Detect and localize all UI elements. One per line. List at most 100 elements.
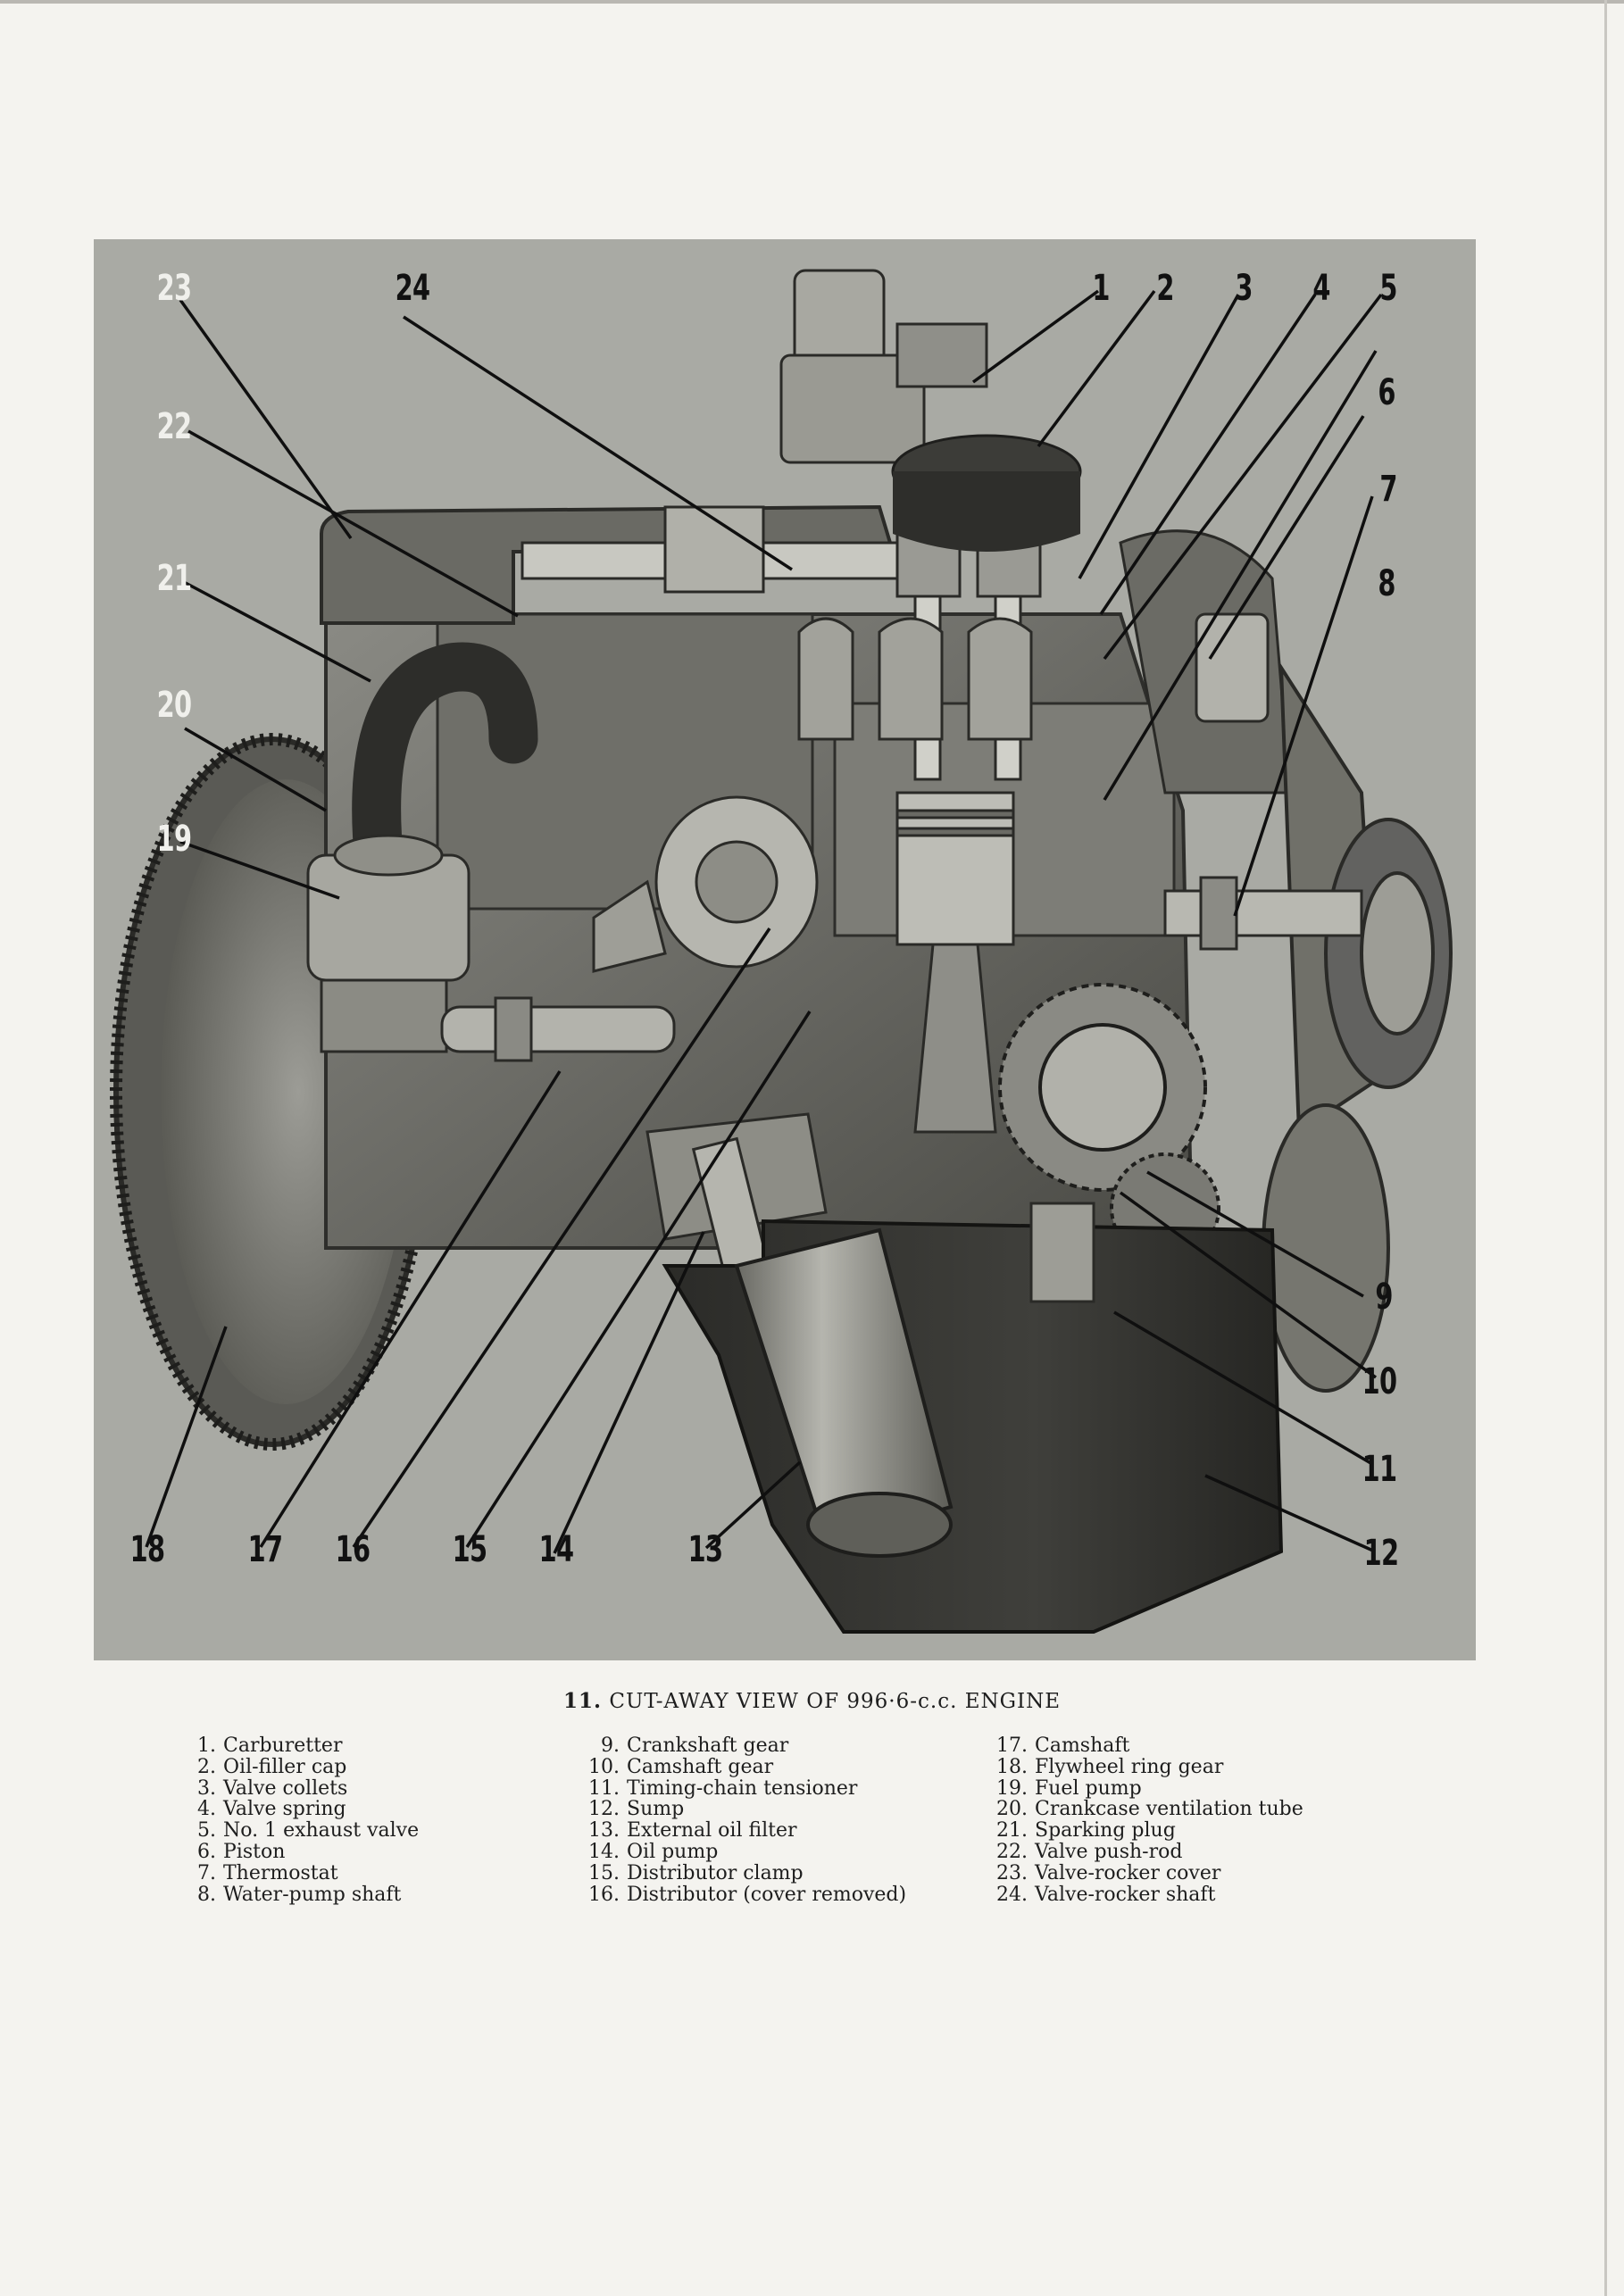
- legend-number: 8.: [197, 1883, 216, 1906]
- legend-item: 10. Camshaft gear: [580, 1755, 906, 1778]
- callout-18: 18: [129, 1529, 165, 1570]
- legend-label: Crankcase ventilation tube: [1035, 1798, 1303, 1821]
- legend-number: 23.: [996, 1861, 1028, 1884]
- callout-16: 16: [335, 1529, 371, 1570]
- legend-number: 24.: [996, 1883, 1028, 1906]
- legend-label: Water-pump shaft: [223, 1883, 402, 1906]
- callout-11: 11: [1362, 1449, 1397, 1490]
- legend-label: Distributor clamp: [627, 1861, 804, 1884]
- legend-label: Valve-rocker cover: [1035, 1861, 1221, 1884]
- legend-item: 3. Valve collets: [177, 1776, 419, 1800]
- legend-label: Valve spring: [223, 1798, 346, 1821]
- legend-item: 24. Valve-rocker shaft: [988, 1884, 1303, 1906]
- piston-assembly: [895, 791, 1015, 1134]
- legend-number: 21.: [996, 1819, 1028, 1843]
- callout-4: 4: [1312, 268, 1330, 309]
- legend-number: 12.: [588, 1798, 620, 1821]
- legend-item: 14. Oil pump: [580, 1842, 906, 1863]
- legend-number: 20.: [996, 1798, 1028, 1821]
- callout-21: 21: [156, 558, 192, 599]
- legend-item: 6. Piston: [177, 1842, 419, 1863]
- legend-number: 15.: [588, 1861, 620, 1884]
- callout-14: 14: [538, 1529, 574, 1570]
- callout-1: 1: [1092, 268, 1110, 309]
- legend-number: 17.: [996, 1734, 1028, 1757]
- legend-number: 13.: [588, 1819, 620, 1843]
- legend-label: Camshaft: [1035, 1734, 1130, 1757]
- legend-number: 4.: [197, 1798, 216, 1821]
- legend-item: 19. Fuel pump: [988, 1776, 1303, 1800]
- legend-item: 2. Oil-filler cap: [177, 1755, 419, 1778]
- callout-10: 10: [1362, 1361, 1397, 1402]
- legend-label: No. 1 exhaust valve: [223, 1819, 420, 1843]
- figure-number: 11.: [563, 1689, 603, 1713]
- legend-label: Crankshaft gear: [627, 1734, 789, 1757]
- callout-3: 3: [1235, 268, 1253, 309]
- oil-filler-cap: [891, 434, 1082, 552]
- figure-title: CUT-AWAY VIEW OF 996·6-c.c. ENGINE: [609, 1690, 1061, 1713]
- callout-12: 12: [1363, 1533, 1399, 1574]
- legend-label: Flywheel ring gear: [1035, 1755, 1224, 1778]
- callout-2: 2: [1156, 268, 1174, 309]
- legend-number: 10.: [588, 1755, 620, 1778]
- legend-item: 16. Distributor (cover removed): [580, 1884, 906, 1906]
- legend-item: 8. Water-pump shaft: [177, 1884, 419, 1906]
- legend-number: 16.: [588, 1883, 620, 1906]
- legend-item: 5. No. 1 exhaust valve: [177, 1820, 419, 1842]
- legend-label: Piston: [223, 1840, 286, 1863]
- legend-item: 13. External oil filter: [580, 1820, 906, 1842]
- callout-13: 13: [687, 1529, 723, 1570]
- legend-item: 20. Crankcase ventilation tube: [988, 1799, 1303, 1820]
- legend-number: 7.: [197, 1861, 216, 1884]
- legend-number: 5.: [197, 1819, 216, 1843]
- legend-item: 7. Thermostat: [177, 1861, 419, 1884]
- legend-label: Oil pump: [627, 1840, 719, 1863]
- callout-15: 15: [452, 1529, 487, 1570]
- callout-5: 5: [1379, 268, 1397, 309]
- legend-item: 15. Distributor clamp: [580, 1861, 906, 1884]
- cylinder-head-cutaway: [797, 617, 1033, 741]
- legend-number: 3.: [197, 1776, 216, 1800]
- legend-label: Valve-rocker shaft: [1035, 1883, 1216, 1906]
- callout-6: 6: [1378, 372, 1395, 413]
- legend-number: 2.: [197, 1755, 216, 1778]
- callout-19: 19: [156, 819, 192, 860]
- callout-24: 24: [395, 268, 430, 309]
- legend-label: External oil filter: [627, 1819, 797, 1843]
- legend-label: Distributor (cover removed): [627, 1883, 907, 1906]
- legend-item: 12.Sump: [580, 1799, 906, 1820]
- legend-item: 11.Timing-chain tensioner: [580, 1776, 906, 1800]
- legend-label: Timing-chain tensioner: [627, 1776, 858, 1800]
- legend-item: 21.Sparking plug: [988, 1820, 1303, 1842]
- legend-item: 4. Valve spring: [177, 1799, 419, 1820]
- legend-number: 14.: [588, 1840, 620, 1863]
- legend-number: 18.: [996, 1755, 1028, 1778]
- timing-chain-tensioner: [1029, 1202, 1095, 1303]
- figure-caption: 11. CUT-AWAY VIEW OF 996·6-c.c. ENGINE: [0, 1689, 1624, 1713]
- fuel-pump: [306, 834, 471, 1053]
- legend-number: 9.: [601, 1734, 620, 1757]
- carburetter: [779, 269, 988, 464]
- legend-item: 9. Crankshaft gear: [580, 1735, 906, 1757]
- legend-label: Camshaft gear: [627, 1755, 774, 1778]
- legend-item: 22. Valve push-rod: [988, 1842, 1303, 1863]
- legend-label: Fuel pump: [1035, 1776, 1142, 1800]
- legend-column-1: 1. Carburetter 2. Oil-filler cap 3. Valve c…: [177, 1735, 419, 1905]
- legend-number: 19.: [996, 1776, 1028, 1800]
- legend-number: 1.: [197, 1734, 216, 1757]
- legend-label: Thermostat: [223, 1861, 338, 1884]
- callout-17: 17: [247, 1529, 283, 1570]
- legend-number: 22.: [996, 1840, 1028, 1863]
- legend-item: 17. Camshaft: [988, 1735, 1303, 1757]
- leader-lines: [145, 289, 1383, 1554]
- legend-label: Carburetter: [223, 1734, 343, 1757]
- external-oil-filter: [734, 1227, 954, 1558]
- legend-label: Valve push-rod: [1035, 1840, 1183, 1863]
- legend-column-2: 9. Crankshaft gear 10. Camshaft gear 11.Ti…: [580, 1735, 906, 1905]
- callout-9: 9: [1375, 1277, 1393, 1318]
- legend-label: Oil-filler cap: [223, 1755, 347, 1778]
- legend-label: Valve collets: [223, 1776, 348, 1800]
- callout-23: 23: [156, 268, 192, 309]
- engine-illustration: 1 2 3 4 5 6 7 8 9 10 11 12 13 14 15 16 1…: [94, 239, 1476, 1660]
- legend-number: 6.: [197, 1840, 216, 1863]
